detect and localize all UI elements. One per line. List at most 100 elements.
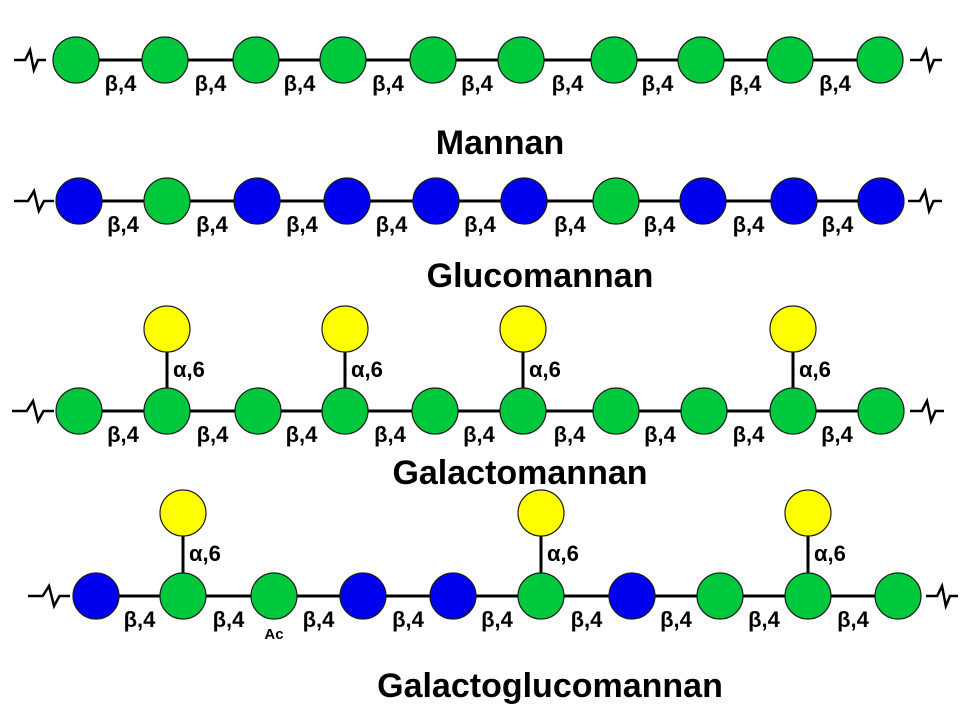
chain-continuation-right-icon xyxy=(910,397,944,426)
glucose-residue xyxy=(429,572,477,620)
panel-title: Glucomannan xyxy=(427,257,654,295)
mannose-residue xyxy=(141,36,189,84)
backbone-linkage-label: β,4 xyxy=(197,422,230,447)
mannose-residue xyxy=(592,177,640,225)
mannose-residue xyxy=(319,36,367,84)
mannose-residue xyxy=(696,572,744,620)
branch-linkage-label: α,6 xyxy=(351,357,383,382)
chain-continuation-left-icon xyxy=(28,582,70,610)
backbone-linkage-label: β,4 xyxy=(733,422,766,447)
mannose-residue xyxy=(232,36,280,84)
mannose-residue xyxy=(856,36,904,84)
branch-linkage-label: α,6 xyxy=(189,541,221,566)
mannose-residue xyxy=(321,387,369,435)
backbone-linkage-label: β,4 xyxy=(554,212,587,237)
backbone-linkage-label: β,4 xyxy=(461,71,494,96)
galactose-branch-residue xyxy=(321,305,369,353)
backbone-linkage-label: β,4 xyxy=(464,212,497,237)
backbone-linkage-label: β,4 xyxy=(286,212,319,237)
backbone-linkage-label: β,4 xyxy=(195,71,228,96)
mannose-residue xyxy=(857,387,905,435)
backbone-linkage-label: β,4 xyxy=(105,71,138,96)
backbone-linkage-label: β,4 xyxy=(107,422,140,447)
chain-continuation-right-icon xyxy=(926,582,958,611)
acetyl-modification-label: Ac xyxy=(264,626,283,643)
mannose-residue xyxy=(766,36,814,84)
glucose-residue xyxy=(55,177,103,225)
backbone-linkage-label: β,4 xyxy=(124,607,157,632)
galactose-branch-residue xyxy=(784,489,832,537)
glucose-residue xyxy=(770,177,818,225)
backbone-linkage-label: β,4 xyxy=(552,71,585,96)
glucose-residue xyxy=(233,177,281,225)
mannose-residue xyxy=(411,387,459,435)
branch-linkage-label: α,6 xyxy=(814,541,846,566)
backbone-linkage-label: β,4 xyxy=(372,71,405,96)
mannose-residue xyxy=(234,387,282,435)
mannose-residue xyxy=(143,387,191,435)
backbone-linkage-label: β,4 xyxy=(730,71,763,96)
backbone-linkage-label: β,4 xyxy=(286,422,319,447)
backbone-linkage-label: β,4 xyxy=(196,212,229,237)
mannose-residue xyxy=(592,387,640,435)
backbone-linkage-label: β,4 xyxy=(644,422,677,447)
glucose-residue xyxy=(323,177,371,225)
branch-linkage-label: α,6 xyxy=(547,541,579,566)
mannose-residue xyxy=(409,36,457,84)
backbone-linkage-label: β,4 xyxy=(463,422,496,447)
glucose-residue xyxy=(72,572,120,620)
backbone-linkage-label: β,4 xyxy=(392,607,425,632)
backbone-linkage-label: β,4 xyxy=(644,212,677,237)
backbone-linkage-label: β,4 xyxy=(642,71,675,96)
mannose-residue xyxy=(52,36,100,84)
glucose-residue xyxy=(679,177,727,225)
backbone-linkage-label: β,4 xyxy=(213,607,246,632)
galactose-branch-residue xyxy=(517,489,565,537)
chain-continuation-left-icon xyxy=(12,397,54,425)
backbone-linkage-label: β,4 xyxy=(374,422,407,447)
backbone-linkage-label: β,4 xyxy=(303,607,336,632)
backbone-linkage-label: β,4 xyxy=(554,422,587,447)
panel-title: Galactoglucomannan xyxy=(377,667,723,705)
glucose-residue xyxy=(339,572,387,620)
chain-continuation-left-icon xyxy=(14,187,54,215)
mannose-residue xyxy=(874,572,922,620)
mannose-residue xyxy=(680,387,728,435)
chain-continuation-right-icon xyxy=(910,46,942,75)
galactose-branch-residue xyxy=(499,305,547,353)
backbone-linkage-label: β,4 xyxy=(481,607,514,632)
glucose-residue xyxy=(857,177,905,225)
mannose-residue xyxy=(143,177,191,225)
mannose-residue xyxy=(784,572,832,620)
mannose-residue xyxy=(517,572,565,620)
glucose-residue xyxy=(500,177,548,225)
backbone-linkage-label: β,4 xyxy=(571,607,604,632)
backbone-linkage-label: β,4 xyxy=(660,607,693,632)
backbone-linkage-label: β,4 xyxy=(284,71,317,96)
backbone-linkage-label: β,4 xyxy=(376,212,409,237)
backbone-linkage-label: β,4 xyxy=(733,212,766,237)
mannose-residue xyxy=(677,36,725,84)
branch-linkage-label: α,6 xyxy=(799,357,831,382)
chain-continuation-right-icon xyxy=(908,187,942,216)
mannose-residue xyxy=(55,387,103,435)
panel-title: Galactomannan xyxy=(392,454,647,492)
mannose-residue xyxy=(590,36,638,84)
backbone-linkage-label: β,4 xyxy=(107,212,140,237)
backbone-linkage-label: β,4 xyxy=(748,607,781,632)
panel-title: Mannan xyxy=(436,124,564,162)
mannose-residue xyxy=(250,572,298,620)
galactose-branch-residue xyxy=(769,305,817,353)
backbone-linkage-label: β,4 xyxy=(822,212,855,237)
branch-linkage-label: α,6 xyxy=(173,357,205,382)
galactose-branch-residue xyxy=(159,489,207,537)
backbone-linkage-label: β,4 xyxy=(819,71,852,96)
branch-linkage-label: α,6 xyxy=(529,357,561,382)
glucose-residue xyxy=(412,177,460,225)
mannose-residue xyxy=(769,387,817,435)
